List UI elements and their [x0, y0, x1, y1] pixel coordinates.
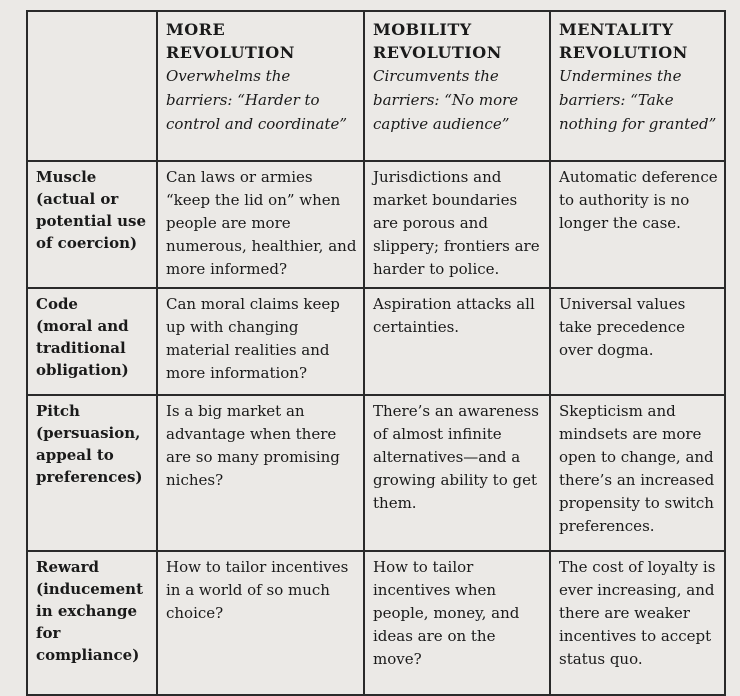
row-header-pitch: Pitch (persuasion, appeal to preferences… — [26, 394, 158, 552]
table-cell: Jurisdictions and market boundaries are … — [363, 160, 551, 289]
table-row-pitch: Pitch (persuasion, appeal to preferences… — [26, 394, 726, 552]
table-header-row: MORE REVOLUTION Overwhelms the barriers:… — [26, 10, 726, 162]
cell-text: The cost of loyalty is ever increasing, … — [559, 558, 716, 668]
cell-text: Can laws or armies “keep the lid on” whe… — [166, 168, 357, 278]
table-row-reward: Reward (inducement in exchange for compl… — [26, 550, 726, 696]
table-cell: Is a big market an advantage when there … — [156, 394, 365, 552]
table-cell: Aspiration attacks all certainties. — [363, 287, 551, 396]
row-header-reward: Reward (inducement in exchange for compl… — [26, 550, 158, 696]
table-cell: There’s an awareness of almost infinite … — [363, 394, 551, 552]
column-subtitle: Overwhelms the barriers: “Harder to cont… — [166, 67, 348, 133]
cell-text: Universal values take precedence over do… — [559, 295, 686, 359]
table-cell: How to tailor incentives in a world of s… — [156, 550, 365, 696]
table-cell: Can moral claims keep up with changing m… — [156, 287, 365, 396]
column-header-mobility: MOBILITY REVOLUTION Circumvents the barr… — [363, 10, 551, 162]
column-subtitle: Circumvents the barriers: “No more capti… — [373, 67, 519, 133]
table-cell: Skepticism and mindsets are more open to… — [549, 394, 726, 552]
column-header-more: MORE REVOLUTION Overwhelms the barriers:… — [156, 10, 365, 162]
corner-cell — [26, 10, 158, 162]
column-title-line2: REVOLUTION — [166, 43, 295, 62]
cell-text: There’s an awareness of almost infinite … — [373, 402, 539, 512]
cell-text: Can moral claims keep up with changing m… — [166, 295, 340, 382]
row-header-muscle: Muscle (actual or potential use of coerc… — [26, 160, 158, 289]
column-title-line1: MOBILITY — [373, 20, 472, 39]
cell-text: How to tailor incentives in a world of s… — [166, 558, 349, 622]
column-title-line1: MORE — [166, 20, 226, 39]
cell-text: Automatic deference to authority is no l… — [559, 168, 718, 232]
table-row-muscle: Muscle (actual or potential use of coerc… — [26, 160, 726, 289]
table-row-code: Code (moral and traditional obligation) … — [26, 287, 726, 396]
cell-text: How to tailor incentives when people, mo… — [373, 558, 520, 668]
document-page: MORE REVOLUTION Overwhelms the barriers:… — [26, 10, 726, 696]
column-title-line2: REVOLUTION — [559, 43, 688, 62]
cell-text: Aspiration attacks all certainties. — [373, 295, 535, 336]
column-title-line1: MENTALITY — [559, 20, 674, 39]
column-title-line2: REVOLUTION — [373, 43, 502, 62]
cell-text: Skepticism and mindsets are more open to… — [559, 402, 715, 535]
revolutions-table: MORE REVOLUTION Overwhelms the barriers:… — [26, 10, 726, 696]
column-header-mentality: MENTALITY REVOLUTION Undermines the barr… — [549, 10, 726, 162]
table-cell: The cost of loyalty is ever increasing, … — [549, 550, 726, 696]
table-cell: How to tailor incentives when people, mo… — [363, 550, 551, 696]
table-cell: Can laws or armies “keep the lid on” whe… — [156, 160, 365, 289]
table-cell: Universal values take precedence over do… — [549, 287, 726, 396]
column-subtitle: Undermines the barriers: “Take nothing f… — [559, 67, 717, 133]
row-header-code: Code (moral and traditional obligation) — [26, 287, 158, 396]
cell-text: Is a big market an advantage when there … — [166, 402, 340, 489]
cell-text: Jurisdictions and market boundaries are … — [373, 168, 540, 278]
table-cell: Automatic deference to authority is no l… — [549, 160, 726, 289]
